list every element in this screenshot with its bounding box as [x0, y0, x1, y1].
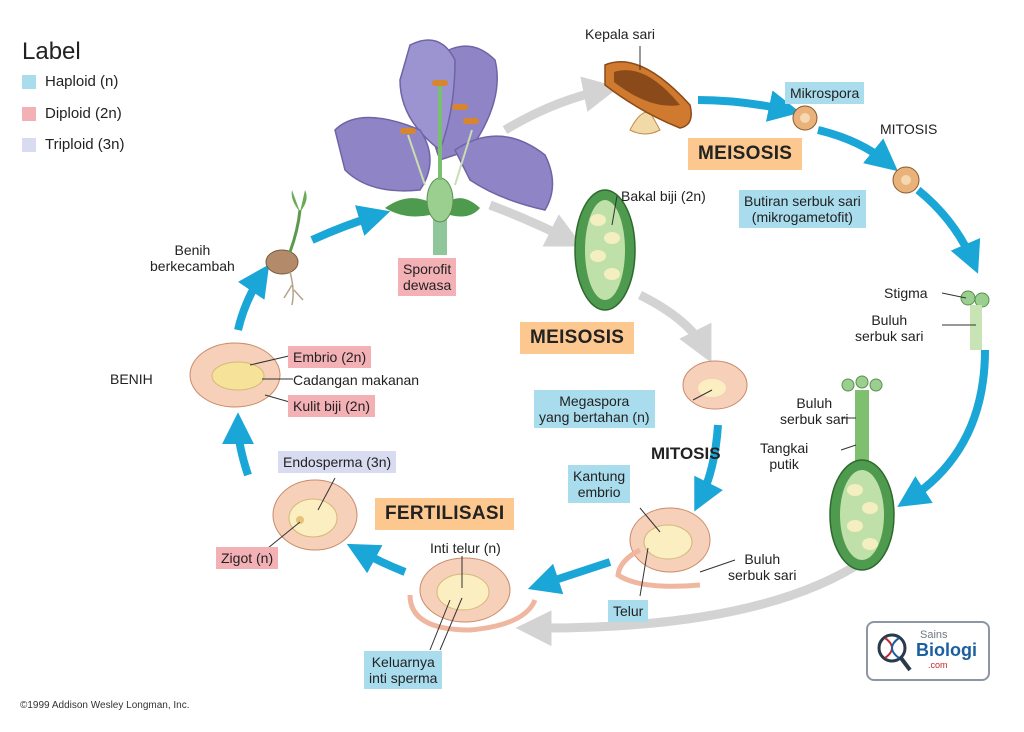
blue-arrows	[222, 90, 989, 595]
microspores	[792, 105, 920, 194]
label-cadangan-makanan: Cadangan makanan	[293, 372, 420, 388]
label-zigot: Zigot (n)	[216, 547, 279, 569]
label-butiran-serbuk-sari: Butiran serbuk sari (mikrogametofit)	[739, 190, 866, 228]
ovule-embryo-sac	[615, 507, 711, 589]
label-keluarnya-inti-sperma: Keluarnya inti sperma	[364, 651, 443, 689]
logo-line-1: Sains	[920, 629, 948, 641]
label-mitosis-top: MITOSIS	[880, 121, 938, 137]
legend-label: Diploid (2n)	[45, 105, 122, 122]
label-buluh-serbuk-sari-2: Buluh serbuk sari	[780, 395, 849, 427]
logo-line-3: .com	[928, 660, 948, 670]
ovary-top	[574, 189, 636, 311]
dna-magnifier-icon	[877, 633, 912, 672]
label-endosperma: Endosperma (3n)	[278, 451, 397, 473]
label-benih: BENIH	[110, 371, 153, 387]
ovule-zygote	[272, 479, 358, 551]
legend-item-haploid: Haploid (n)	[22, 73, 118, 90]
label-telur: Telur	[608, 600, 649, 622]
legend-item-triploid: Triploid (3n)	[22, 136, 124, 153]
label-mitosis-mid: MITOSIS	[651, 444, 721, 463]
legend-item-diploid: Diploid (2n)	[22, 105, 122, 122]
legend-label: Haploid (n)	[45, 73, 119, 90]
stage-meiosis-top: MEISOSIS	[688, 138, 803, 170]
copyright: ©1999 Addison Wesley Longman, Inc.	[20, 700, 190, 711]
legend-swatch	[22, 106, 36, 121]
ovary-right	[829, 375, 895, 571]
seed	[189, 342, 281, 408]
grey-arrows	[488, 76, 868, 647]
ovule-megaspore	[682, 360, 748, 410]
stage-fertilisasi: FERTILISASI	[375, 498, 515, 530]
label-sporofit-dewasa: Sporofit dewasa	[398, 258, 457, 296]
legend-swatch	[22, 74, 36, 89]
label-kantung-embrio: Kantung embrio	[568, 465, 631, 503]
label-bakal-biji: Bakal biji (2n)	[621, 188, 706, 204]
label-benih-berkecambah: Benih berkecambah	[150, 242, 235, 274]
label-tangkai-putik: Tangkai putik	[760, 440, 809, 472]
germinating-seed	[265, 190, 307, 306]
label-stigma: Stigma	[884, 285, 928, 301]
ovule-fertilization	[407, 557, 538, 633]
anther	[604, 61, 692, 135]
sains-biologi-logo: Sains Biologi .com	[866, 621, 990, 681]
label-embrio: Embrio (2n)	[288, 346, 372, 368]
legend-label: Triploid (3n)	[45, 136, 125, 153]
logo-line-2: Biologi	[916, 640, 977, 660]
stage-meiosis-mid: MEISOSIS	[520, 322, 635, 354]
label-kulit-biji: Kulit biji (2n)	[288, 395, 376, 417]
legend-title: Label	[22, 38, 81, 65]
label-kepala-sari: Kepala sari	[585, 26, 656, 42]
label-buluh-serbuk-sari-1: Buluh serbuk sari	[855, 312, 924, 344]
stigma	[960, 290, 990, 350]
label-inti-telur: Inti telur (n)	[430, 540, 501, 556]
label-mikrospora: Mikrospora	[785, 82, 865, 104]
iris-flower	[334, 39, 554, 255]
label-megaspora: Megaspora yang bertahan (n)	[534, 390, 655, 428]
legend-swatch	[22, 137, 36, 152]
label-buluh-serbuk-sari-3: Buluh serbuk sari	[728, 551, 797, 583]
